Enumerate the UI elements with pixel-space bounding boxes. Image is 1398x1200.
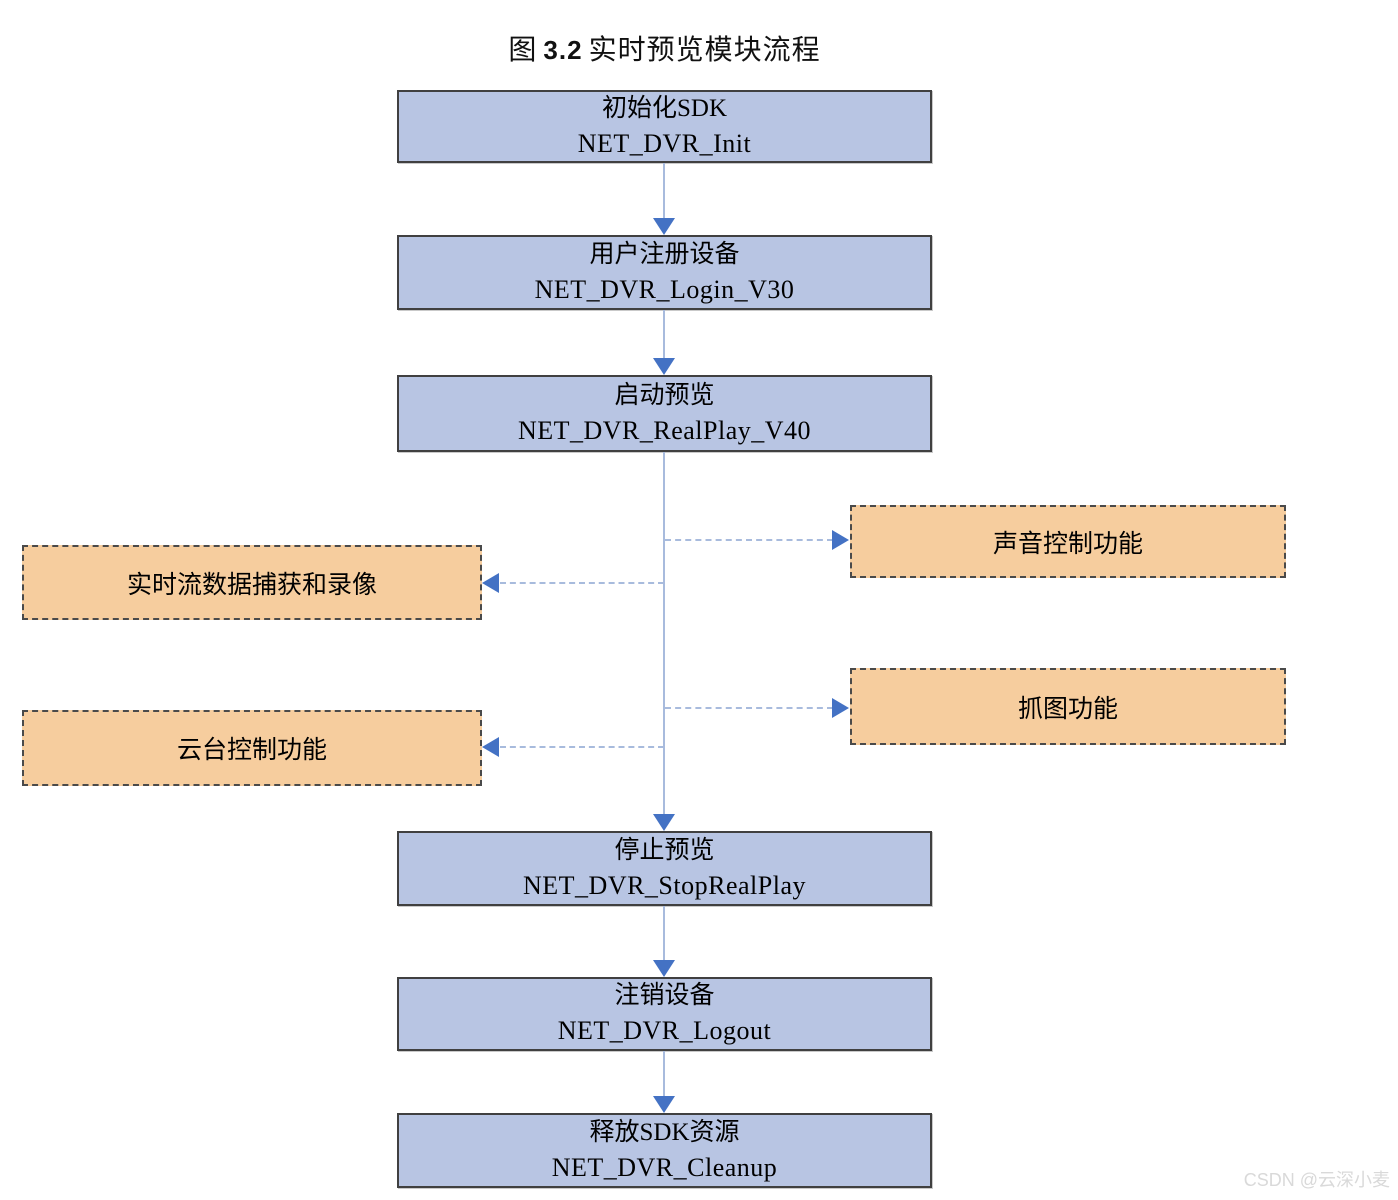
flow-node-api: NET_DVR_RealPlay_V40 [517,415,812,445]
flow-node-logout-device: 注销设备 NET_DVR_Logout [397,977,932,1051]
connector-line-vertical [663,452,665,817]
arrow-down-icon [653,218,675,235]
diagram-title-text: 实时预览模块流程 [588,35,821,66]
flow-node-cleanup-sdk: 释放SDK资源 NET_DVR_Cleanup [397,1113,932,1188]
flow-node-login-device: 用户注册设备 NET_DVR_Login_V30 [397,235,932,310]
arrow-left-icon [482,573,499,593]
arrow-left-icon [482,737,499,757]
flow-node-api: NET_DVR_Login_V30 [534,274,795,304]
feature-box-sound-control: 声音控制功能 [850,505,1286,578]
connector-dashed-to-ptz-control [500,746,664,748]
arrow-down-icon [653,1096,675,1113]
diagram-title-prefix: 图 [508,35,538,66]
feature-label: 云台控制功能 [176,737,327,764]
feature-label: 抓图功能 [1017,695,1118,723]
feature-box-snapshot: 抓图功能 [850,668,1286,745]
arrow-right-icon [832,698,849,718]
flow-node-label: 注销设备 [614,982,715,1009]
flow-node-init-sdk: 初始化SDK NET_DVR_Init [397,90,932,163]
flow-node-start-preview: 启动预览 NET_DVR_RealPlay_V40 [397,375,932,452]
flow-node-stop-preview: 停止预览 NET_DVR_StopRealPlay [397,831,932,906]
flow-node-label: 初始化SDK [601,94,727,122]
flow-node-api: NET_DVR_Cleanup [551,1152,778,1182]
connector-line-vertical [663,163,665,221]
feature-label: 实时流数据捕获和录像 [126,571,377,599]
watermark: CSDN @云深小麦 [1243,1170,1390,1190]
arrow-down-icon [653,960,675,977]
connector-line-vertical [663,906,665,963]
flow-node-label: 释放SDK资源 [589,1118,740,1146]
arrow-down-icon [653,814,675,831]
diagram-title-number: 3.2 [543,35,583,65]
connector-dashed-to-snapshot [665,707,833,709]
feature-box-ptz-control: 云台控制功能 [22,710,482,786]
feature-label: 声音控制功能 [992,530,1143,558]
connector-dashed-to-sound-control [665,539,833,541]
feature-box-stream-capture-record: 实时流数据捕获和录像 [22,545,482,620]
flow-node-label: 停止预览 [614,836,715,864]
connector-line-vertical [663,1051,665,1099]
flow-node-api: NET_DVR_Init [577,128,752,158]
connector-line-vertical [663,310,665,361]
connector-dashed-to-stream-capture [500,582,664,584]
arrow-right-icon [832,530,849,550]
flow-node-label: 启动预览 [614,381,715,409]
arrow-down-icon [653,358,675,375]
flow-node-api: NET_DVR_Logout [557,1016,772,1045]
flow-node-label: 用户注册设备 [589,240,740,268]
flow-node-api: NET_DVR_StopRealPlay [523,870,806,900]
